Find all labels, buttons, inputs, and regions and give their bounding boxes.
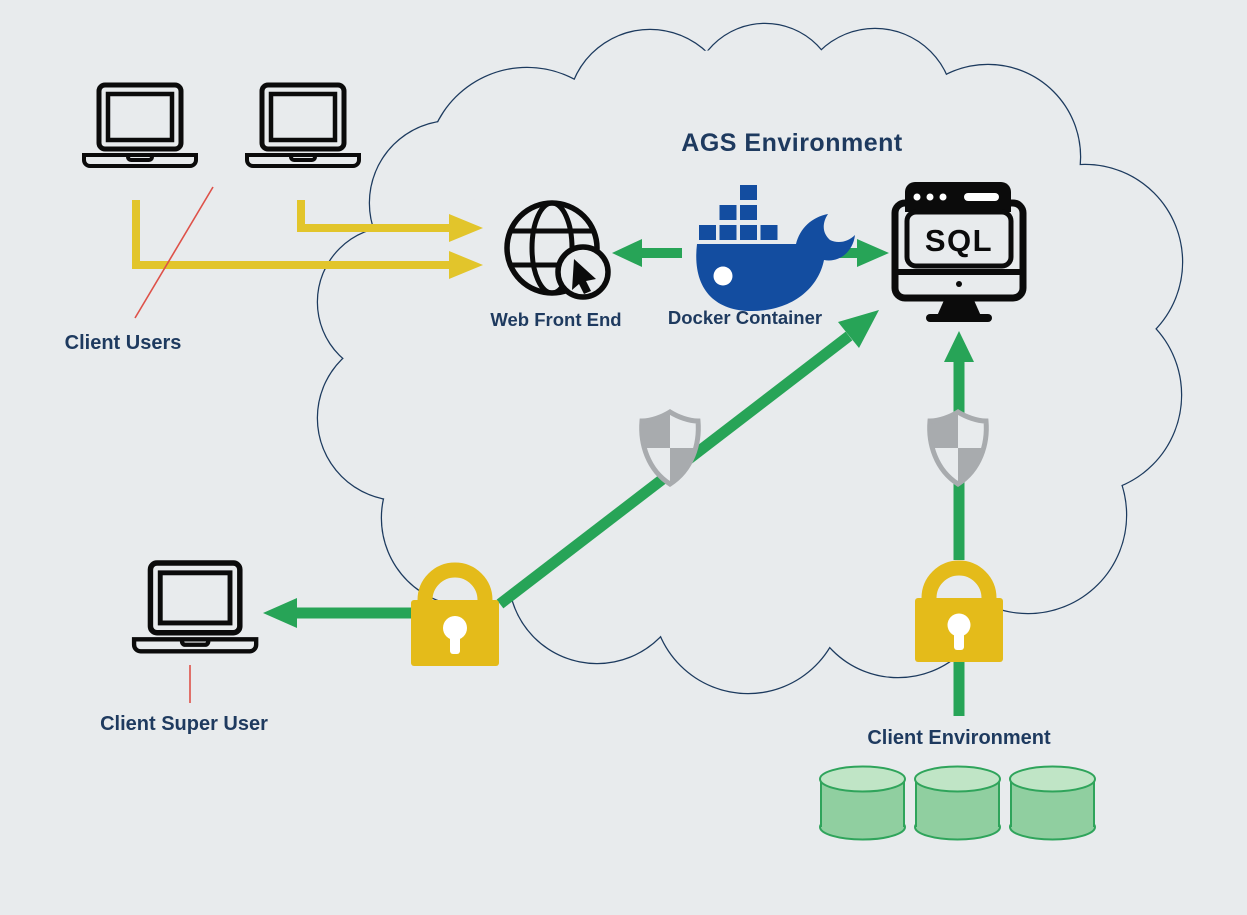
client-user-laptop-icon-2 bbox=[247, 85, 359, 166]
browser-titlebar bbox=[905, 182, 1011, 212]
globe-cursor-icon bbox=[504, 200, 611, 300]
whale-eye bbox=[713, 266, 733, 286]
client-environment-label: Client Environment bbox=[867, 727, 1051, 749]
database-cylinder-icon-3 bbox=[1009, 765, 1096, 841]
sql-label: SQL bbox=[925, 223, 993, 258]
ags-cloud-fill bbox=[318, 24, 1182, 693]
lock-icon-right bbox=[915, 560, 1003, 662]
client-super-user-laptop-icon bbox=[134, 563, 256, 651]
keyhole bbox=[443, 616, 467, 640]
sql-monitor-icon: SQL bbox=[891, 182, 1027, 322]
docker-whale-icon bbox=[696, 185, 855, 311]
database-cylinder-icon-1 bbox=[819, 765, 906, 841]
database-cylinder-icon-2 bbox=[914, 765, 1001, 841]
client-user-arrows bbox=[132, 200, 483, 279]
cloud-title: AGS Environment bbox=[681, 129, 903, 157]
client-users-label: Client Users bbox=[65, 332, 182, 354]
database-cylinders bbox=[819, 765, 1096, 841]
client-user-laptop-icon-1 bbox=[84, 85, 196, 166]
docker-container-label: Docker Container bbox=[668, 307, 822, 328]
label-leader-lines bbox=[134, 186, 214, 703]
cursor-arrow bbox=[572, 259, 596, 294]
keyhole bbox=[947, 613, 971, 637]
arrow-head bbox=[449, 251, 483, 279]
web-front-end-label: Web Front End bbox=[490, 309, 621, 330]
client-super-user-label: Client Super User bbox=[100, 713, 268, 735]
lock-icon-left bbox=[411, 562, 499, 666]
arrow-head bbox=[449, 214, 483, 242]
